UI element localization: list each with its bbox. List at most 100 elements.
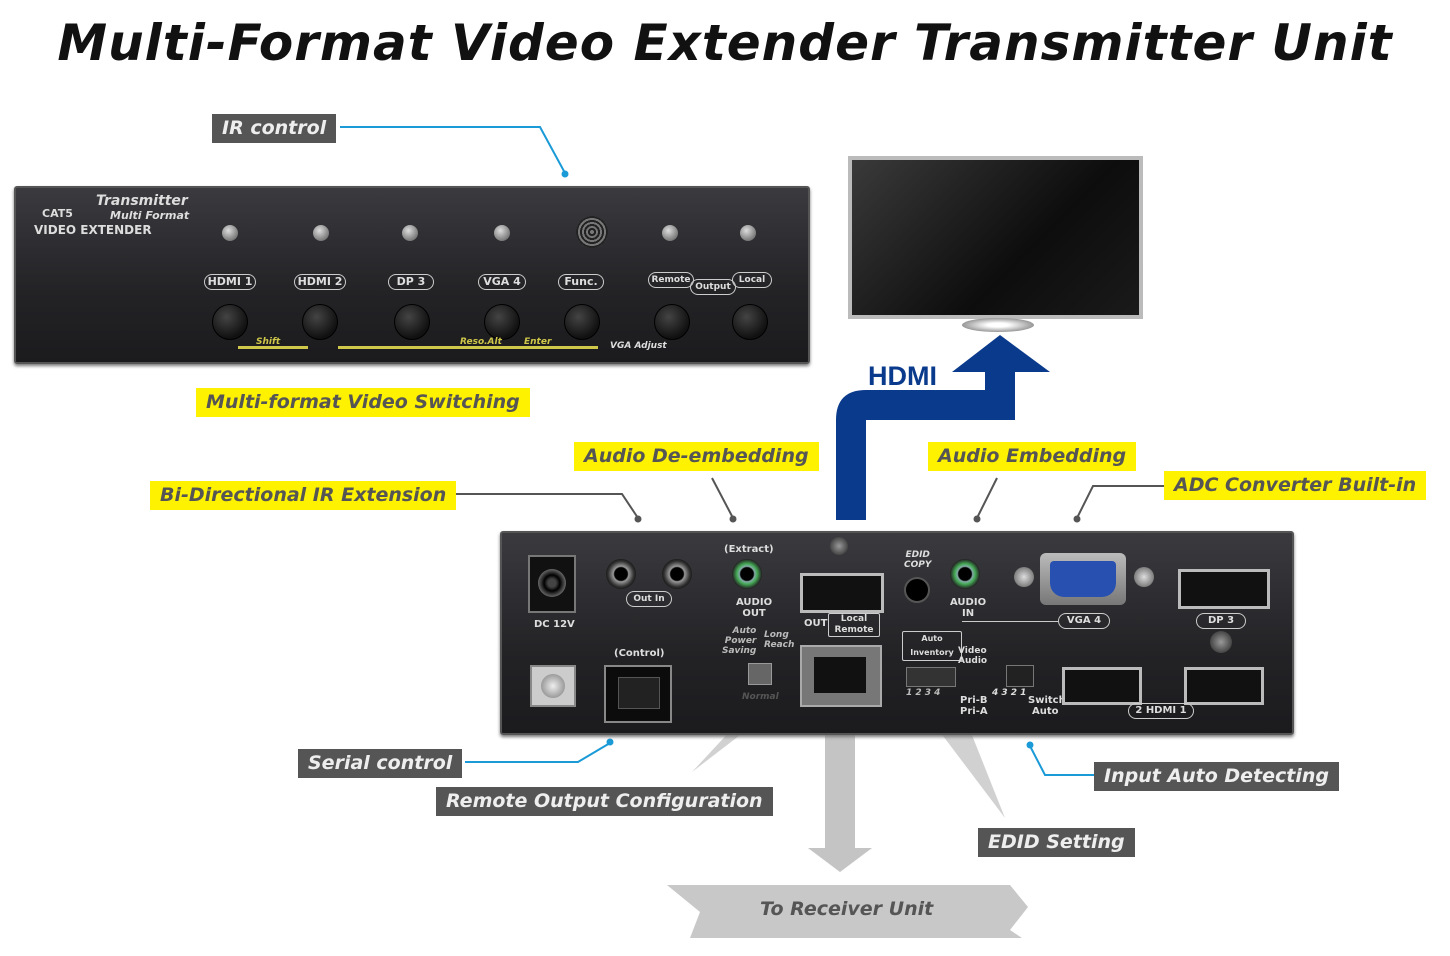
label-enter: Enter [524,337,552,347]
brand-multiformat: Multi Format [110,209,190,222]
callout-audio-embed: Audio Embedding [928,442,1137,471]
edid-copy-button[interactable] [904,577,930,603]
label-edid-copy: EDID COPY [904,550,932,570]
label-auto: Auto [1032,706,1059,717]
button-local[interactable] [732,304,768,340]
led-2 [313,225,329,241]
label-reso: Reso.Alt [460,337,502,347]
button-func[interactable] [564,304,600,340]
brand-cat5: CAT5 [42,207,73,220]
label-out-in: Out In [626,591,672,607]
receiver-arrow [808,735,872,872]
label-switch-nums: 4 3 2 1 [992,688,1027,698]
label-out: OUT [804,618,828,629]
button-dp3[interactable] [394,304,430,340]
label-audio-out: AUDIO OUT [736,597,773,619]
audio-in-jack [950,559,980,589]
button-vga4[interactable] [484,304,520,340]
button-hdmi2[interactable] [302,304,338,340]
input-auto-leader [1029,745,1100,776]
label-local-remote-box: Local Remote [828,613,880,637]
label-auto-inventory: Auto Inventory [902,631,962,661]
label-local: Local [732,272,772,288]
vga-screw-right [1134,567,1154,587]
bidir-ir-leader [450,493,639,519]
callout-audio-deembed: Audio De-embedding [574,442,819,471]
tv-stand [962,318,1034,332]
vga-leader [962,621,1058,622]
label-normal: Normal [742,692,779,702]
shift-bar [238,346,308,349]
label-dip-numbers: 1 2 3 4 [906,688,941,698]
button-hdmi1[interactable] [212,304,248,340]
vga-screw-left [1014,567,1034,587]
button-remote[interactable] [654,304,690,340]
label-switch: Switch [1028,695,1066,706]
adc-leader [1076,485,1165,519]
ir-in-jack [662,559,692,589]
rj45-port [800,645,882,707]
front-panel: Transmitter CAT5 Multi Format VIDEO EXTE… [14,186,810,364]
page-title: Multi-Format Video Extender Transmitter … [57,14,1393,72]
ground-screw [530,665,576,707]
hdmi-out-port [800,573,884,613]
callout-ir-control: IR control [212,114,337,143]
led-5 [662,225,678,241]
label-video: Video [958,646,987,656]
led-1 [222,225,238,241]
ir-sensor [576,216,608,248]
label-audio-in: AUDIO IN [950,597,987,619]
rear-panel: DC 12V Out In (Control) (Extract) AUDIO … [500,531,1294,735]
label-extract: (Extract) [724,544,774,555]
hdmi2-port [1062,667,1142,705]
dp-screw [1210,631,1232,653]
dp-port [1178,569,1270,609]
led-4 [494,225,510,241]
brand-transmitter: Transmitter [96,193,188,209]
reso-bar [338,346,598,349]
label-pri-b: Pri-B [960,695,988,706]
callout-edid: EDID Setting [978,828,1135,857]
audio-embed-leader [976,477,998,519]
mode-switch[interactable] [748,663,772,685]
label-control: (Control) [614,648,665,659]
label-vga-adjust: VGA Adjust [610,341,667,351]
tv-display [848,156,1143,319]
label-dp3: DP 3 [1196,613,1246,629]
label-remote: Remote [648,272,694,288]
label-audio: Audio [958,656,988,666]
ir-out-jack [606,559,636,589]
callout-input-auto: Input Auto Detecting [1094,762,1340,791]
callout-to-receiver: To Receiver Unit [760,898,934,920]
label-hdmi1: HDMI 1 [204,274,256,290]
label-hdmi21: 2 HDMI 1 [1128,703,1194,719]
audio-deembed-leader [711,477,734,519]
callout-switching: Multi-format Video Switching [196,388,530,417]
label-func: Func. [558,274,604,290]
label-shift: Shift [256,337,281,347]
hdmi1-port [1184,667,1264,705]
audio-out-jack [732,559,762,589]
callout-adc: ADC Converter Built-in [1164,471,1427,500]
led-3 [402,225,418,241]
brand-video-extender: VIDEO EXTENDER [34,223,152,237]
callout-remote-output: Remote Output Configuration [436,787,773,816]
ir-control-leader [340,126,566,174]
input-switch[interactable] [1006,665,1034,687]
label-remote: Remote [834,625,874,635]
dip-switch[interactable] [906,667,956,687]
vga-port [1040,553,1126,605]
label-auto-power: Auto Power Saving [722,626,757,656]
label-local: Local [840,614,868,624]
label-output: Output [690,279,736,295]
hdmi-label: HDMI [868,361,937,391]
hdmi-out-screw [830,537,848,555]
callout-serial: Serial control [298,749,463,778]
hdmi-arrow [836,335,1050,520]
label-vga4: VGA 4 [1058,613,1110,629]
dc-jack [528,555,576,613]
label-pri-a: Pri-A [960,706,988,717]
receiver-banner-shape [667,885,1028,938]
label-dp3: DP 3 [388,274,434,290]
label-hdmi2: HDMI 2 [294,274,346,290]
